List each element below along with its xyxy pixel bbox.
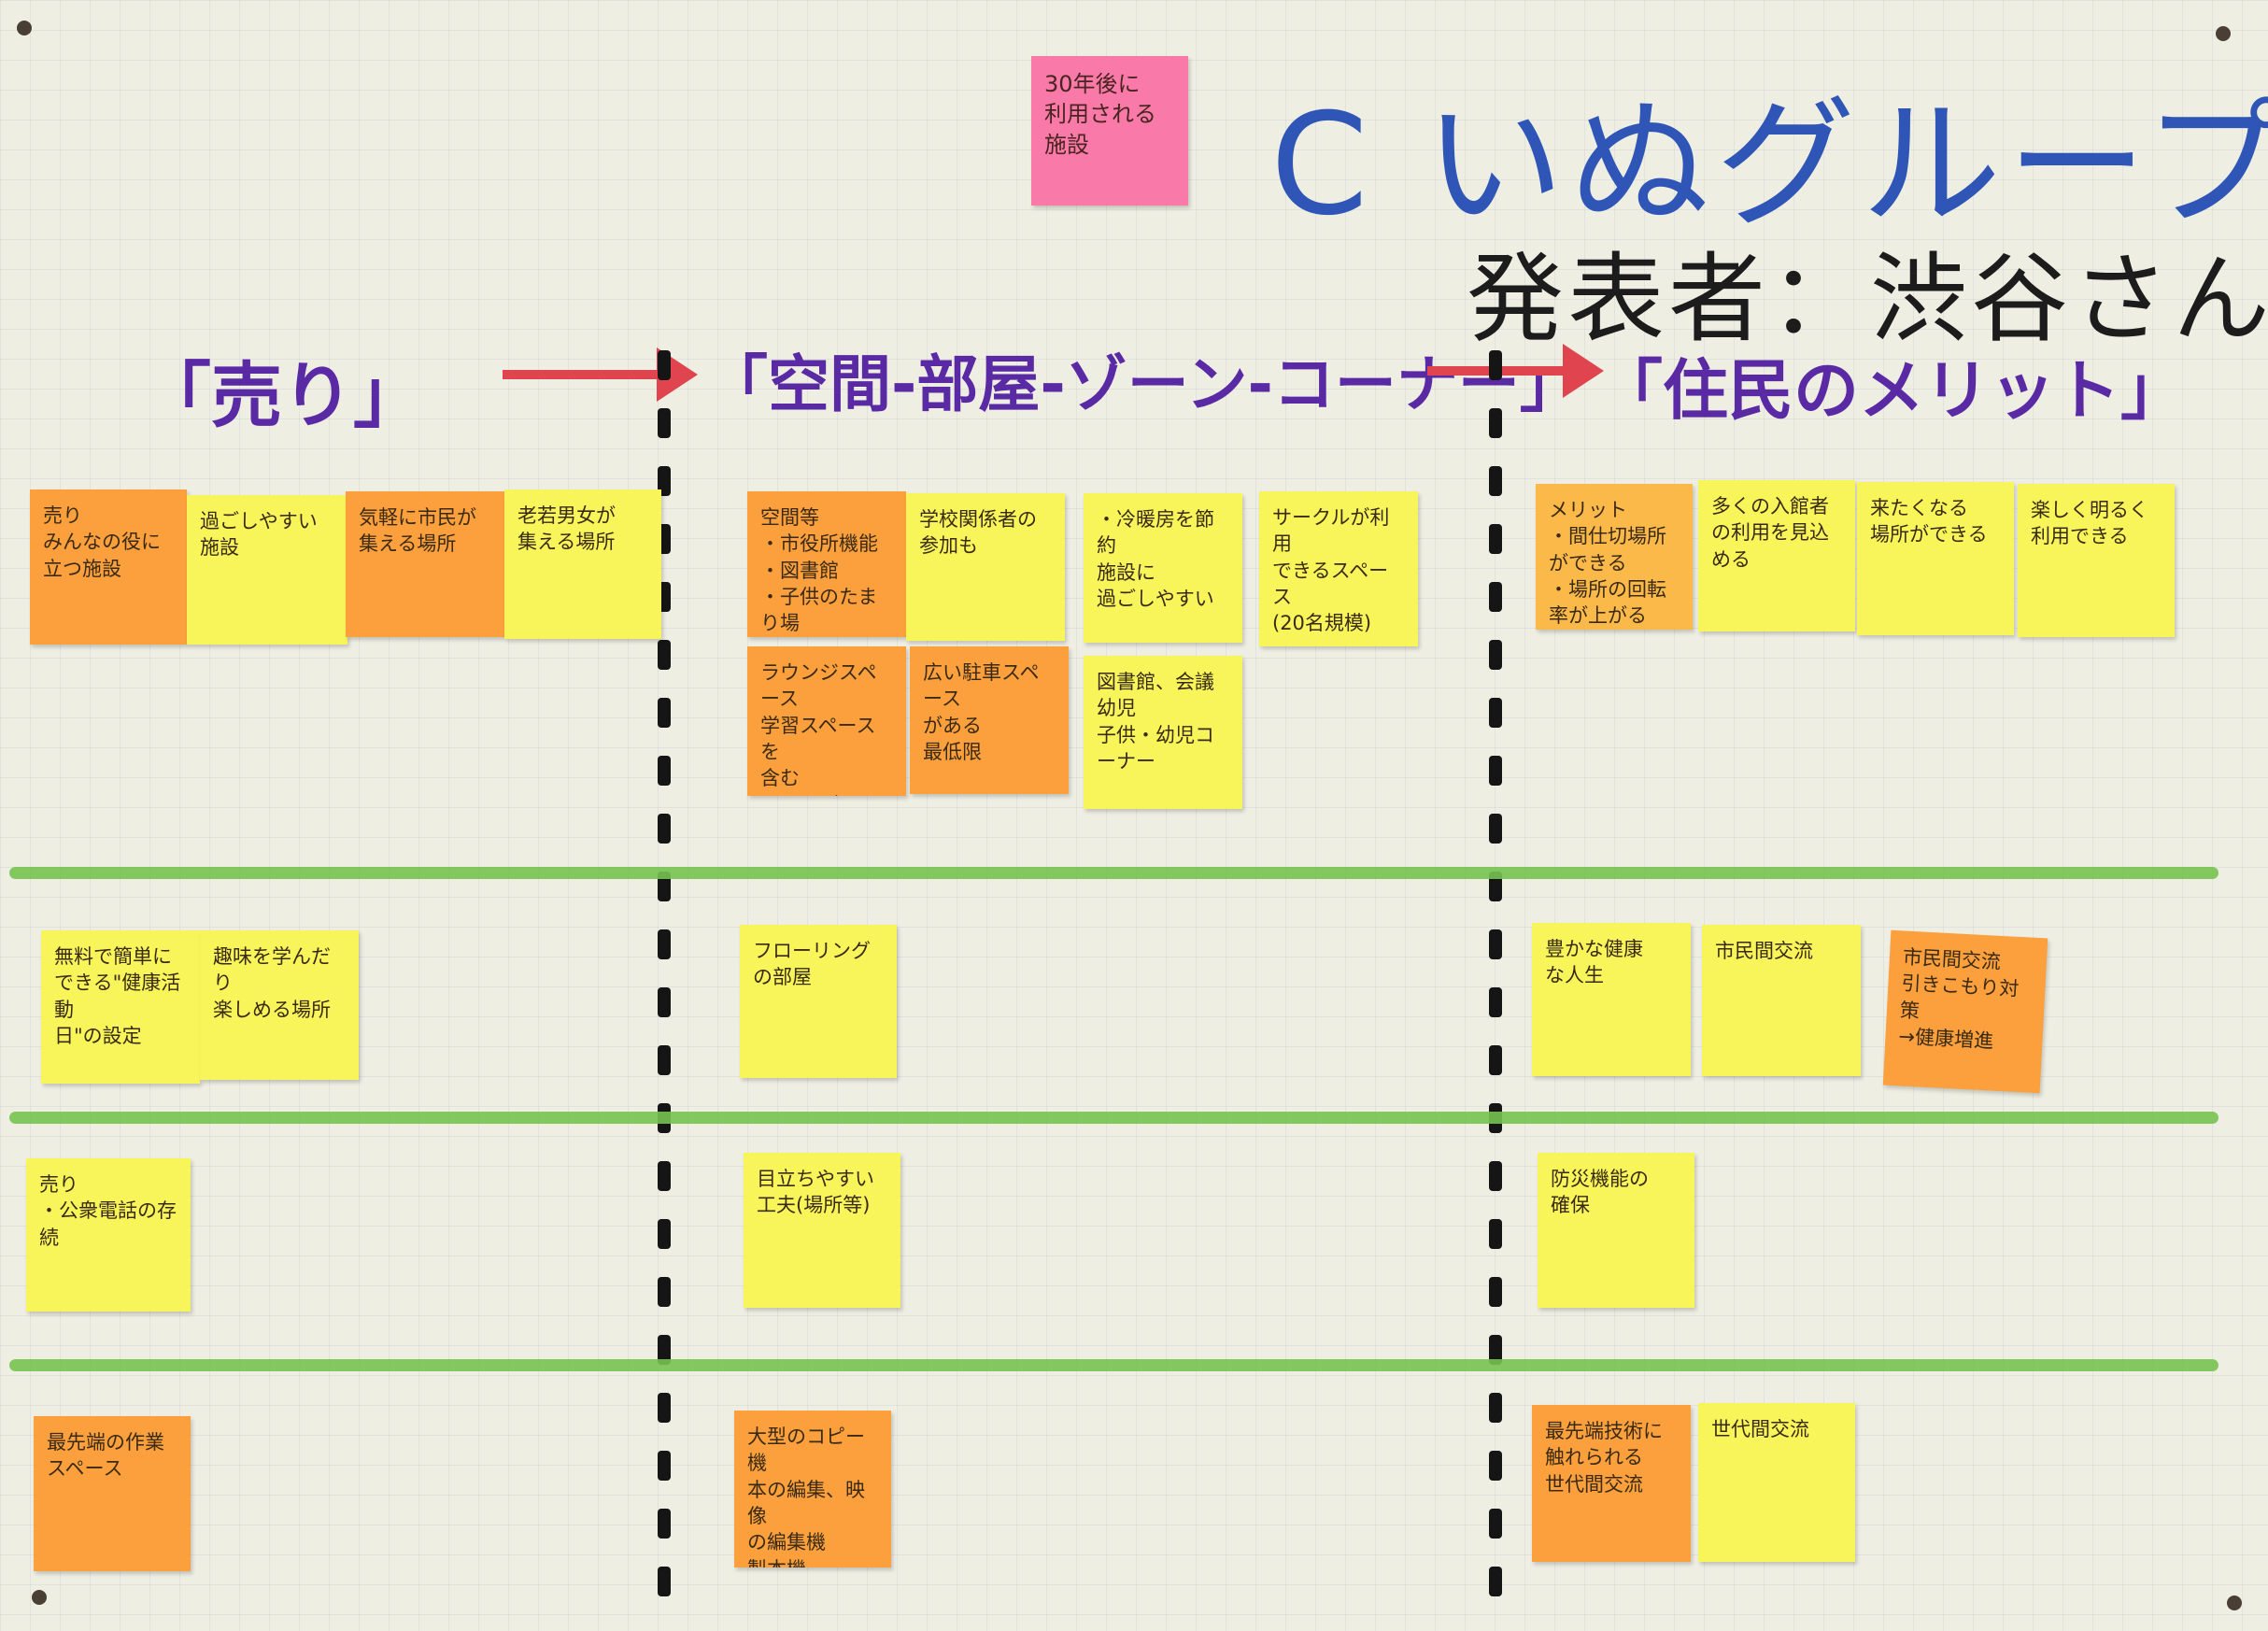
sticky-note: ・冷暖房を節約 施設に 過ごしやすい xyxy=(1084,493,1242,643)
sticky-note: 最先端の作業 スペース xyxy=(34,1416,191,1571)
sticky-note: 最先端技術に 触れられる 世代間交流 xyxy=(1532,1405,1691,1562)
pushpin-bottom-right xyxy=(2227,1596,2242,1610)
sticky-note: 無料で簡単に できる"健康活動 日"の設定 xyxy=(41,930,200,1084)
sticky-note: 豊かな健康 な人生 xyxy=(1532,923,1691,1076)
sticky-note: 市民間交流 xyxy=(1702,925,1861,1076)
sticky-note: 広い駐車スペース がある 最低限 xyxy=(910,646,1069,794)
sticky-note: 大型のコピー機 本の編集、映像 の編集機 製本機 xyxy=(734,1411,891,1567)
heading-resident-merits: 「住民のメリット」 xyxy=(1597,352,2186,429)
sticky-note: 来たくなる 場所ができる xyxy=(1857,482,2014,635)
sticky-note: 学校関係者の参加も xyxy=(906,493,1065,641)
pink-sticky-note: 30年後に 利用される 施設 xyxy=(1031,56,1188,206)
sticky-note: 図書館、会議 幼児 子供・幼児コーナー xyxy=(1084,656,1242,809)
sticky-note: サークルが利用 できるスペース (20名規模) xyxy=(1259,491,1418,646)
sticky-note: 空間等 ・市役所機能 ・図書館 ・子供のたまり場 xyxy=(747,491,906,637)
sticky-note: ラウンジスペース 学習スペースを 含む ・入口が見える場所 xyxy=(747,646,906,796)
sticky-note: メリット ・間仕切場所ができる ・場所の回転率が上がる xyxy=(1536,484,1693,630)
pushpin-bottom-left xyxy=(32,1590,47,1605)
pushpin-top-left xyxy=(17,21,32,35)
sticky-note: 過ごしやすい 施設 xyxy=(187,495,347,645)
sticky-note: 売り ・公衆電話の存続 xyxy=(26,1158,191,1312)
sticky-note: 気軽に市民が 集える場所 xyxy=(346,491,504,637)
divider-dashed-2 xyxy=(1489,350,1502,1624)
red-arrow-1 xyxy=(503,347,698,402)
green-divider-1 xyxy=(9,867,2218,879)
sticky-note: 老若男女が 集える場所 xyxy=(504,489,661,639)
presenter-label: 発表者：渋谷さん xyxy=(1467,242,2268,356)
green-divider-3 xyxy=(9,1359,2218,1371)
sticky-note: 売り みんなの役に 立つ施設 xyxy=(30,489,187,645)
sticky-note: 市民間交流 引きこもり対策 →健康増進 xyxy=(1882,929,2048,1094)
heading-spaces: 「空間-部屋-ゾーン-コーナー」 xyxy=(706,348,1581,420)
pushpin-top-right xyxy=(2216,26,2231,41)
heading-selling-points: 「売り」 xyxy=(140,354,424,437)
sticky-note: 多くの入館者 の利用を見込める xyxy=(1698,480,1855,631)
sticky-note: 防災機能の 確保 xyxy=(1538,1153,1694,1308)
group-title: C いぬグループ xyxy=(1270,84,2268,247)
divider-dashed-1 xyxy=(658,350,671,1624)
sticky-note: 目立ちやすい 工夫(場所等) xyxy=(744,1153,900,1308)
sticky-note: フローリング の部屋 xyxy=(740,925,897,1078)
green-divider-2 xyxy=(9,1112,2218,1124)
sticky-note: 世代間交流 xyxy=(1698,1403,1855,1562)
sticky-note: 楽しく明るく 利用できる xyxy=(2018,484,2175,637)
sticky-note: 趣味を学んだり 楽しめる場所 xyxy=(200,930,359,1080)
